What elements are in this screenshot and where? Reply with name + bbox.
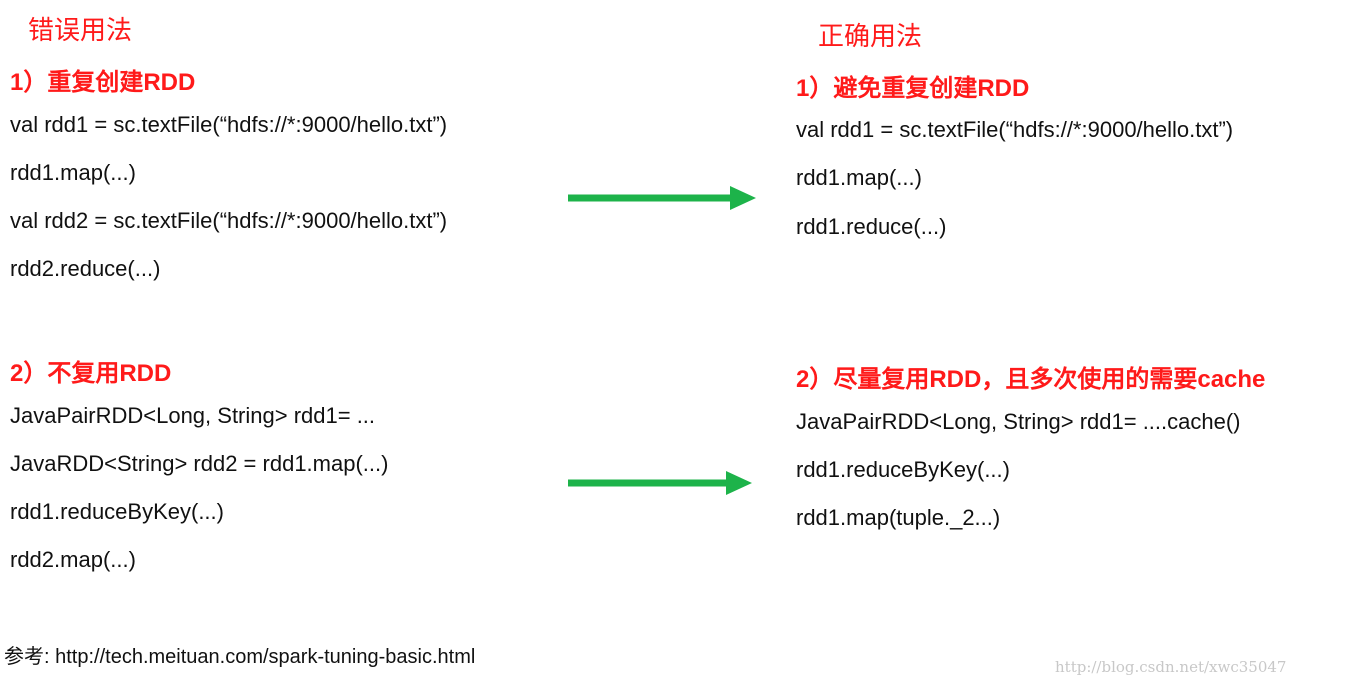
arrow-2 — [568, 471, 752, 495]
wrong-section-1-line-3: val rdd2 = sc.textFile(“hdfs://*:9000/he… — [10, 208, 448, 233]
wrong-usage-title: 错误用法 — [28, 15, 133, 45]
correct-usage-title: 正确用法 — [818, 21, 923, 51]
correct-section-2-heading: 2）尽量复用RDD，且多次使用的需要cache — [796, 366, 1266, 393]
correct-section-1-line-1: val rdd1 = sc.textFile(“hdfs://*:9000/he… — [796, 117, 1234, 142]
wrong-section-1-heading: 1）重复创建RDD — [10, 69, 196, 96]
wrong-section-2-heading: 2）不复用RDD — [10, 360, 172, 387]
arrow-1 — [568, 186, 756, 210]
wrong-section-1-line-4: rdd2.reduce(...) — [10, 256, 161, 281]
correct-section-2-line-1: JavaPairRDD<Long, String> rdd1= ....cach… — [796, 409, 1241, 434]
correct-section-1-heading: 1）避免重复创建RDD — [796, 75, 1030, 102]
wrong-section-2-line-2: JavaRDD<String> rdd2 = rdd1.map(...) — [10, 451, 389, 476]
wrong-section-2-line-1: JavaPairRDD<Long, String> rdd1= ... — [10, 403, 376, 428]
reference-link: 参考: http://tech.meituan.com/spark-tuning… — [4, 646, 476, 668]
watermark: http://blog.csdn.net/xwc35047 — [1055, 658, 1287, 676]
correct-section-1-line-2: rdd1.map(...) — [796, 165, 922, 190]
correct-section-1-line-3: rdd1.reduce(...) — [796, 214, 947, 239]
wrong-section-1-line-2: rdd1.map(...) — [10, 160, 136, 185]
correct-section-2-line-2: rdd1.reduceByKey(...) — [796, 457, 1010, 482]
wrong-section-1-line-1: val rdd1 = sc.textFile(“hdfs://*:9000/he… — [10, 112, 448, 137]
wrong-section-2-line-3: rdd1.reduceByKey(...) — [10, 499, 224, 524]
wrong-section-2-line-4: rdd2.map(...) — [10, 547, 136, 572]
correct-section-2-line-3: rdd1.map(tuple._2...) — [796, 505, 1001, 530]
